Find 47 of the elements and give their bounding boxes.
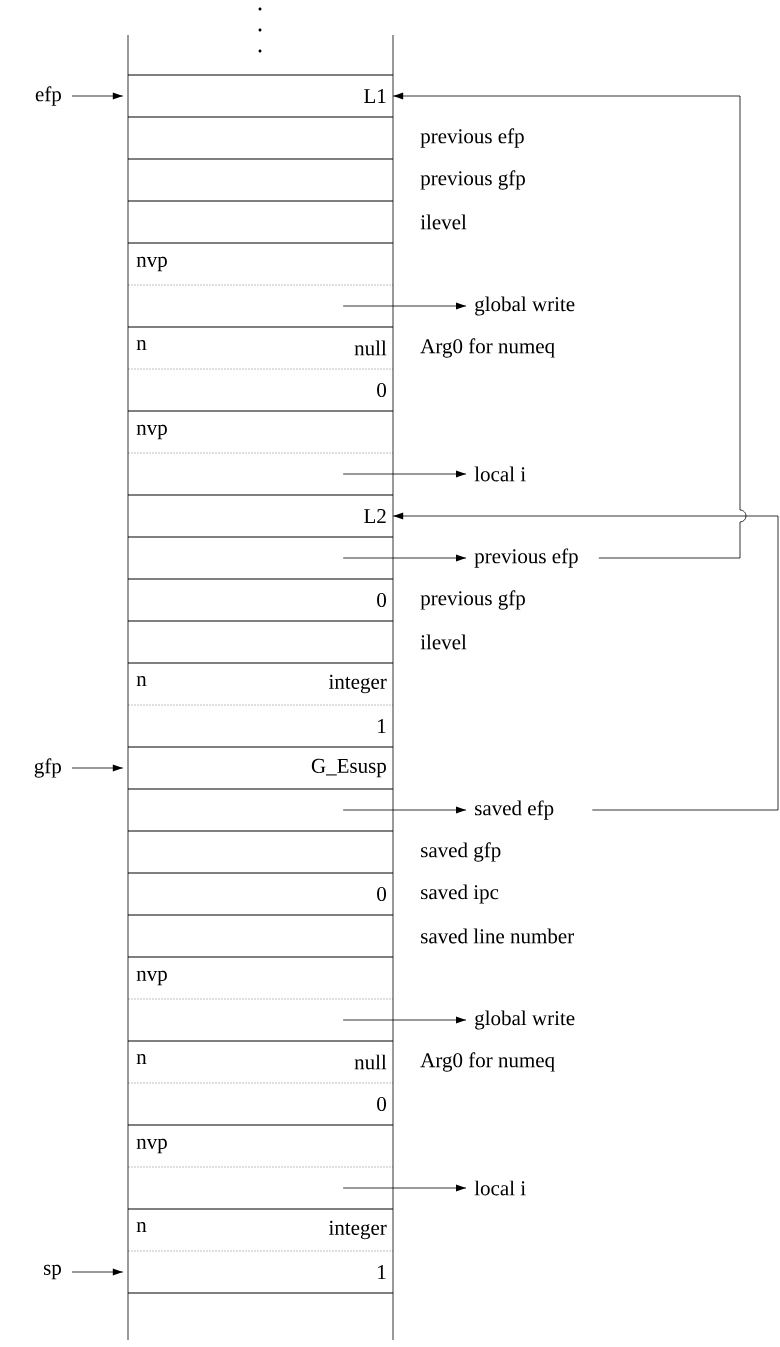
- stack-cell: 1: [127, 1250, 394, 1294]
- annotation: previous efp: [474, 548, 578, 568]
- arrow: [342, 554, 467, 562]
- stack-cell: n integer: [127, 662, 394, 694]
- annotation: ilevel: [420, 214, 467, 230]
- stack-cell: 1: [127, 704, 394, 733]
- annotation: Arg0 for numeq: [420, 1052, 555, 1072]
- annotation: previous gfp: [420, 170, 525, 190]
- stack-cell: 0: [127, 872, 394, 902]
- arrow: [342, 1184, 467, 1192]
- annotation: saved efp: [475, 800, 554, 820]
- arrow: [71, 92, 124, 100]
- pointer-label: sp: [44, 1264, 61, 1280]
- arrow: [342, 302, 467, 310]
- pointer-label: efp: [35, 86, 61, 106]
- annotation: saved line number: [421, 928, 574, 944]
- pointer-label: gfp: [34, 758, 61, 778]
- stack-cell: n integer: [127, 1208, 394, 1240]
- annotation: saved gfp: [421, 842, 501, 862]
- annotation: previous efp: [420, 128, 524, 148]
- annotation: global write: [475, 1010, 575, 1030]
- arrow: [342, 806, 467, 814]
- stack-cell: nvp: [127, 242, 394, 272]
- stack-cell: L2: [127, 494, 394, 523]
- arrow: [342, 1016, 467, 1024]
- stack-cell: nvp: [127, 410, 394, 440]
- annotation: Arg0 for numeq: [420, 338, 555, 358]
- stack-cell: n null: [127, 1040, 394, 1070]
- stack-cell: n null: [127, 326, 394, 356]
- stack-cell: G_Esusp: [127, 746, 394, 778]
- annotation: ilevel: [420, 634, 467, 650]
- stack-cell: nvp: [127, 1124, 394, 1154]
- annotation: previous gfp: [420, 590, 525, 610]
- stack-cell: 0: [127, 578, 394, 608]
- annotation: local i: [474, 1180, 526, 1196]
- stack-cell: 0: [127, 1082, 394, 1112]
- stack-cell: 0: [127, 368, 394, 398]
- stack-cell: L1: [127, 74, 394, 103]
- arrow: [392, 92, 747, 559]
- arrow: [71, 1268, 124, 1276]
- stack-cell: nvp: [127, 956, 394, 986]
- arrow: [392, 512, 779, 811]
- arrow: [71, 764, 124, 772]
- annotation: global write: [475, 296, 575, 316]
- annotation: saved ipc: [421, 884, 499, 904]
- arrow: [342, 470, 467, 478]
- annotation: local i: [474, 466, 526, 482]
